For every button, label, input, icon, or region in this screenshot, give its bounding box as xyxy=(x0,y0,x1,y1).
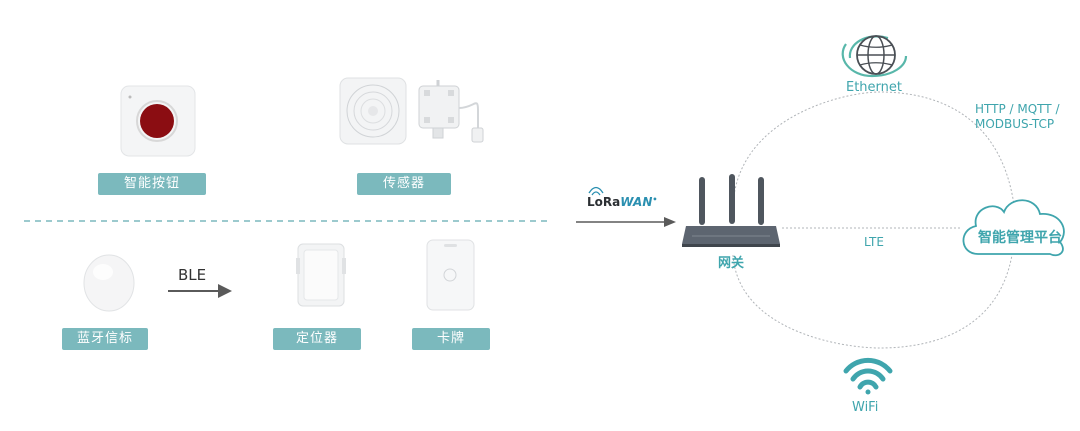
smart-button-device xyxy=(120,85,196,157)
protocols-line2: MODBUS-TCP xyxy=(975,117,1055,131)
ble-beacon-label: 蓝牙信标 xyxy=(62,328,148,350)
protocols-line1: HTTP / MQTT / xyxy=(975,102,1060,116)
lorawan-dot: • xyxy=(652,195,658,204)
sensor-device-box xyxy=(339,77,407,145)
locator-device xyxy=(296,243,346,307)
lte-label: LTE xyxy=(864,235,884,249)
card-device xyxy=(426,239,475,311)
card-label: 卡牌 xyxy=(412,328,490,350)
ble-beacon-device xyxy=(83,254,135,312)
locator-label: 定位器 xyxy=(273,328,361,350)
gateway-router-icon xyxy=(682,174,780,247)
gateway-label: 网关 xyxy=(718,256,745,271)
platform-label: 智能管理平台 xyxy=(978,230,1062,246)
ethernet-label: Ethernet xyxy=(846,80,902,95)
smart-button-label: 智能按钮 xyxy=(98,173,206,195)
lorawan-wan-text: WAN xyxy=(620,195,653,209)
sensor-device-probe xyxy=(418,80,484,143)
lora-signal-icon xyxy=(588,186,604,196)
cloud-icon xyxy=(962,199,1065,257)
ble-label: BLE xyxy=(178,266,207,284)
wifi-label: WiFi xyxy=(852,400,879,415)
ble-arrow xyxy=(168,284,232,298)
globe-icon xyxy=(841,35,908,78)
lorawan-arrow xyxy=(576,217,676,227)
lorawan-lora-text: LoRa xyxy=(587,195,621,209)
lorawan-logo: LoRaWAN• xyxy=(587,195,658,209)
sensor-label: 传感器 xyxy=(357,173,451,195)
wifi-icon xyxy=(843,357,893,395)
network-arcs xyxy=(732,91,1015,349)
protocols-label: HTTP / MQTT / MODBUS-TCP xyxy=(975,102,1060,132)
